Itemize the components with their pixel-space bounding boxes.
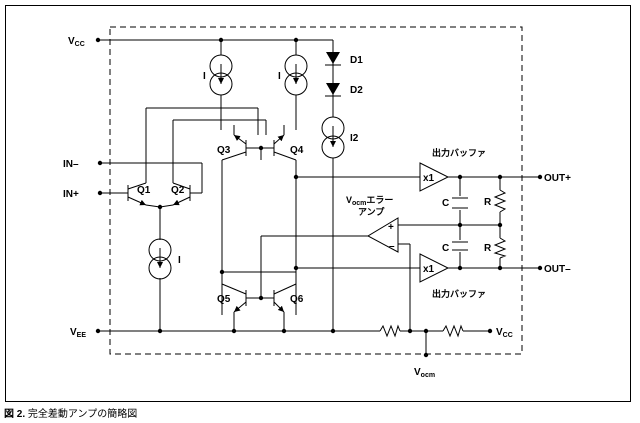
figure-caption-text: 完全差動アンプの簡略図	[25, 409, 138, 420]
pin-out-plus	[537, 174, 543, 180]
diode-d2	[325, 83, 341, 97]
wiring	[98, 39, 540, 355]
current-source-right	[284, 54, 308, 96]
pin-in-minus	[97, 160, 103, 166]
q5-label: Q5	[217, 294, 231, 305]
buffer-gain-top-label: x1	[423, 173, 435, 184]
pin-vcc-top	[95, 37, 101, 43]
vocm-bottom-label: Vocm	[414, 367, 435, 379]
output-buffer-bottom-label: 出力バッファ	[432, 288, 486, 299]
vocm-amp-label-line2: アンプ	[358, 206, 385, 217]
q3-label: Q3	[217, 145, 231, 156]
amp-plus-label: +	[388, 222, 394, 233]
transistor-q1	[127, 182, 147, 206]
figure-caption: 図 2. 完全差動アンプの簡略図	[4, 405, 137, 420]
diode-d1	[325, 52, 341, 66]
output-buffer-top	[419, 162, 450, 192]
junction-dots	[157, 37, 503, 334]
output-buffer-top-label: 出力バッファ	[432, 147, 486, 158]
capacitor-bottom	[452, 241, 468, 251]
q2-label: Q2	[171, 185, 185, 196]
d1-label: D1	[350, 55, 363, 66]
d2-label: D2	[350, 85, 363, 96]
i2-label: I2	[350, 133, 359, 144]
q4-label: Q4	[290, 145, 304, 156]
resistor-vocm-right	[442, 324, 464, 338]
capacitor-top	[452, 197, 468, 209]
out-plus-label: OUT+	[544, 173, 571, 184]
c-top-label: C	[442, 198, 449, 209]
vcc-top-label: VCC	[68, 36, 85, 48]
q1-label: Q1	[137, 185, 151, 196]
transistor-q4	[273, 134, 297, 161]
r-bottom-label: R	[484, 243, 492, 254]
pin-in-plus	[97, 190, 103, 196]
transistor-q3	[221, 134, 247, 161]
amp-minus-label: –	[389, 241, 395, 252]
figure-frame	[5, 5, 631, 402]
out-minus-label: OUT–	[544, 264, 571, 275]
current-source-i2	[321, 116, 345, 159]
in-plus-label: IN+	[63, 189, 79, 200]
transistor-q2	[172, 182, 191, 206]
vocm-amp-label: Vocmエラー	[346, 195, 393, 207]
ic-boundary	[109, 26, 523, 355]
transistor-q5	[221, 283, 247, 313]
resistor-vocm-left	[379, 324, 401, 338]
current-source-left	[209, 54, 233, 96]
pin-vee	[95, 328, 101, 334]
vcc-right-label: VCC	[496, 327, 513, 339]
in-minus-label: IN–	[63, 159, 79, 170]
figure-caption-label: 図 2.	[4, 409, 26, 420]
transistor-q6	[273, 283, 297, 313]
pin-out-minus	[537, 265, 543, 271]
current-source-tail	[148, 238, 172, 280]
resistor-r-bottom	[493, 237, 507, 259]
buffer-gain-bottom-label: x1	[423, 264, 435, 275]
output-buffer-bottom	[419, 253, 450, 283]
r-top-label: R	[484, 197, 492, 208]
i-tail-label: I	[178, 255, 181, 266]
vocm-error-amp	[366, 217, 399, 253]
pin-vcc-right	[487, 328, 493, 334]
resistor-r-top	[493, 189, 507, 213]
vee-label: VEE	[70, 327, 86, 339]
i-left-label: I	[203, 71, 206, 82]
pin-vocm	[423, 352, 429, 358]
c-bottom-label: C	[442, 243, 449, 254]
q6-label: Q6	[290, 294, 304, 305]
i-right-label: I	[278, 71, 281, 82]
